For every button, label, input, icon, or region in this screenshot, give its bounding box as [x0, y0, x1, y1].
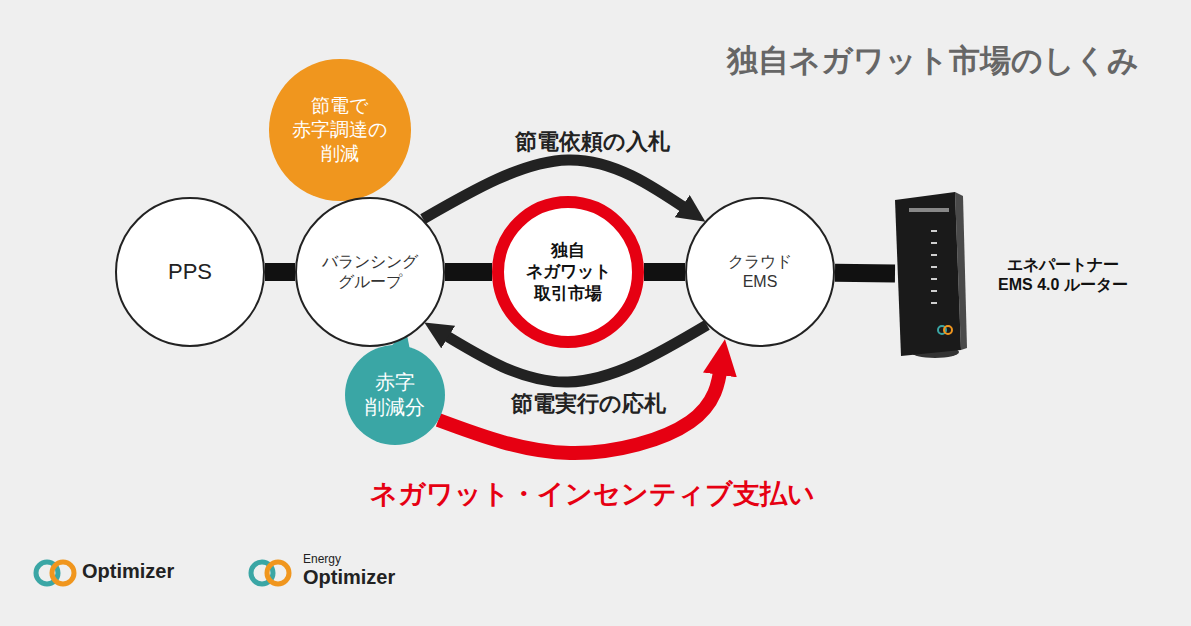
router-device: エネパートナー EMS 4.0 ルーター: [895, 190, 1160, 360]
callout-bubble: 節電で 赤字調達の 削減: [269, 59, 410, 200]
market-circle: 独自 ネガワット 取引市場: [492, 196, 644, 348]
node-text: クラウド EMS: [714, 252, 806, 292]
node-text: PPS: [140, 258, 240, 286]
edge-label: ネガワット・インセンティブ支払い: [370, 476, 815, 512]
callout-bubble: 赤字 削減分: [345, 345, 445, 445]
router-body: [895, 192, 961, 356]
link-bar: [644, 263, 685, 281]
router-led: [931, 302, 937, 304]
router-illustration: [895, 190, 975, 360]
router-led: [931, 278, 937, 280]
entity-circle: クラウド EMS: [685, 197, 835, 347]
node-text: 赤字 削減分: [363, 370, 427, 420]
router-screen-mark: [909, 208, 949, 212]
node-text: バランシング グループ: [311, 252, 429, 292]
node-text: 節電で 赤字調達の 削減: [286, 94, 394, 165]
edge-label: 節電実行の応札: [511, 389, 666, 419]
node-text: 独自 ネガワット 取引市場: [520, 240, 616, 304]
router-led: [931, 266, 937, 268]
edge-label: 節電依頼の入札: [515, 127, 670, 157]
node-text: エネパートナー EMS 4.0 ルーター: [990, 255, 1136, 295]
router-led: [931, 254, 937, 256]
router-led: [931, 230, 937, 232]
router-logo: [944, 326, 952, 334]
router-led: [931, 290, 937, 292]
link-bar: [835, 264, 895, 283]
logo-ring: [267, 562, 289, 584]
entity-circle: PPS: [115, 197, 265, 347]
link-bar: [265, 263, 295, 281]
logo-text: Optimizer: [82, 560, 174, 583]
logo-text: Energy: [303, 552, 341, 566]
flow-arrow: [438, 361, 722, 453]
diagram-title: 独自ネガワット市場のしくみ: [727, 40, 1139, 82]
router-led: [931, 242, 937, 244]
logo-text: Optimizer: [303, 566, 395, 589]
entity-circle: バランシング グループ: [295, 197, 445, 347]
logo-ring: [52, 562, 74, 584]
link-bar: [445, 263, 492, 281]
